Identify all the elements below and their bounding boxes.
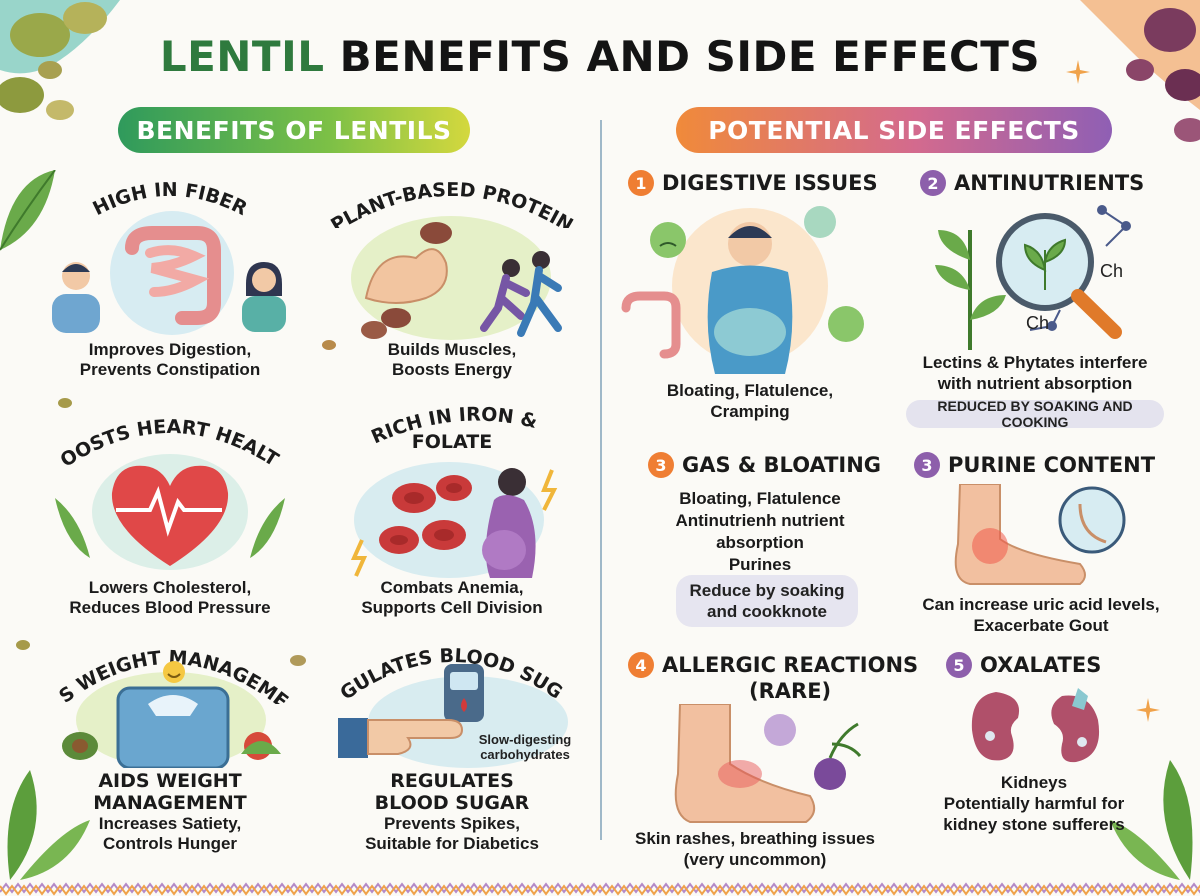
lentil-decoration	[322, 340, 336, 350]
benefit-caption: AIDS WEIGHT MANAGEMENT Increases Satiety…	[93, 770, 247, 853]
benefit-caption: Improves Digestion, Prevents Constipatio…	[79, 340, 261, 379]
chem-label: Ch	[1026, 313, 1050, 333]
top-right-beans-decoration	[1080, 0, 1200, 142]
heart-icon	[55, 454, 285, 570]
benefit-caption: Combats Anemia, Supports Cell Division	[361, 578, 543, 617]
number-badge: 3	[914, 452, 940, 478]
side-effect-desc: Can increase uric acid levels, Exacerbat…	[922, 595, 1160, 635]
intestine-icon	[110, 211, 234, 335]
left-leaf-decoration	[0, 170, 56, 251]
lentil-decoration	[58, 398, 72, 408]
lentil-decoration	[16, 640, 30, 650]
top-left-beans-decoration	[0, 0, 120, 120]
benefit-card-protein: PLANT-BASED PROTEIN Builds Muscles, Boos…	[318, 168, 586, 383]
side-effect-title-gas: 3 GAS & BLOATING	[648, 452, 881, 478]
sparkle-icon	[1066, 60, 1090, 84]
benefit-card-weight: AIDS WEIGHT MANAGEMENT AIDS WEIGHT MANAG…	[40, 628, 300, 854]
illus-label: Slow-digesting carbohydrates	[478, 732, 572, 762]
side-effect-desc: Kidneys Potentially harmful for kidney s…	[943, 773, 1125, 834]
scale-icon	[62, 661, 281, 768]
bottom-left-leaves-decoration	[7, 770, 90, 880]
side-effect-title-allergic: 4 ALLERGIC REACTIONS (RARE)	[628, 652, 918, 704]
zigzag-border	[0, 882, 1200, 896]
stomach-ache-icon	[621, 206, 864, 374]
number-badge: 1	[628, 170, 654, 196]
side-effect-desc: Lectins & Phytates interfere with nutrie…	[922, 353, 1148, 393]
man-avatar-icon	[52, 262, 100, 333]
number-badge: 4	[628, 652, 654, 678]
sparkle-icon	[1136, 698, 1160, 722]
benefit-caption: Lowers Cholesterol, Reduces Blood Pressu…	[69, 578, 271, 617]
note-box: Reduce by soaking and cookknote	[676, 575, 858, 627]
woman-avatar-icon	[242, 262, 286, 332]
blood-cells-icon	[350, 462, 558, 578]
number-badge: 3	[648, 452, 674, 478]
benefit-card-heart: BOOSTS HEART HEALTH Lowers Cholesterol, …	[40, 400, 300, 622]
benefits-header: BENEFITS OF LENTILS	[118, 107, 470, 153]
chem-label: Ch	[1100, 261, 1124, 281]
svg-text:FOLATE: FOLATE	[412, 431, 492, 453]
magnifier-plant-icon	[935, 205, 1131, 350]
side-effect-title-digestive: 1 DIGESTIVE ISSUES	[628, 170, 878, 196]
benefit-caption: Builds Muscles, Boosts Energy	[387, 340, 517, 379]
kidney-icon	[971, 688, 1100, 763]
benefit-caption: REGULATES BLOOD SUGAR Prevents Spikes, S…	[365, 770, 539, 853]
gout-foot-icon	[954, 484, 1126, 585]
benefit-card-iron: RICH IN IRON & FOLATE Combats Anemia, Su…	[318, 400, 586, 622]
side-effect-desc: Bloating, Flatulence Antinutrienh nutrie…	[675, 489, 845, 574]
side-effects-header: POTENTIAL SIDE EFFECTS	[676, 107, 1112, 153]
bottom-right-leaves-decoration	[1110, 760, 1193, 880]
column-divider	[600, 120, 602, 840]
benefit-card-blood-sugar: REGULATES BLOOD SUGAR Slow-digesting car…	[318, 628, 586, 854]
benefit-card-fiber: HIGH IN FIBER Improves Digestion, Preven…	[40, 168, 300, 383]
side-effect-title-antinutrients: 2 ANTINUTRIENTS	[920, 170, 1144, 196]
lentil-decoration	[290, 655, 306, 666]
title-accent: LENTIL	[159, 32, 325, 81]
title-rest: BENEFITS AND SIDE EFFECTS	[339, 32, 1041, 81]
page-title: LENTIL BENEFITS AND SIDE EFFECTS	[0, 32, 1200, 81]
rash-foot-icon	[674, 704, 862, 823]
muscle-runners-icon	[351, 216, 562, 340]
note-pill: REDUCED BY SOAKING AND COOKING	[906, 398, 1164, 430]
benefit-title: RICH IN IRON & FOLATE	[368, 404, 539, 453]
side-effect-title-oxalates: 5 OXALATES	[946, 652, 1101, 678]
side-effect-desc: Bloating, Flatulence, Cramping	[666, 381, 834, 421]
glucose-meter-icon	[338, 664, 568, 768]
number-badge: 2	[920, 170, 946, 196]
number-badge: 5	[946, 652, 972, 678]
side-effect-title-purine: 3 PURINE CONTENT	[914, 452, 1155, 478]
side-effect-desc: Skin rashes, breathing issues (very unco…	[635, 829, 875, 869]
